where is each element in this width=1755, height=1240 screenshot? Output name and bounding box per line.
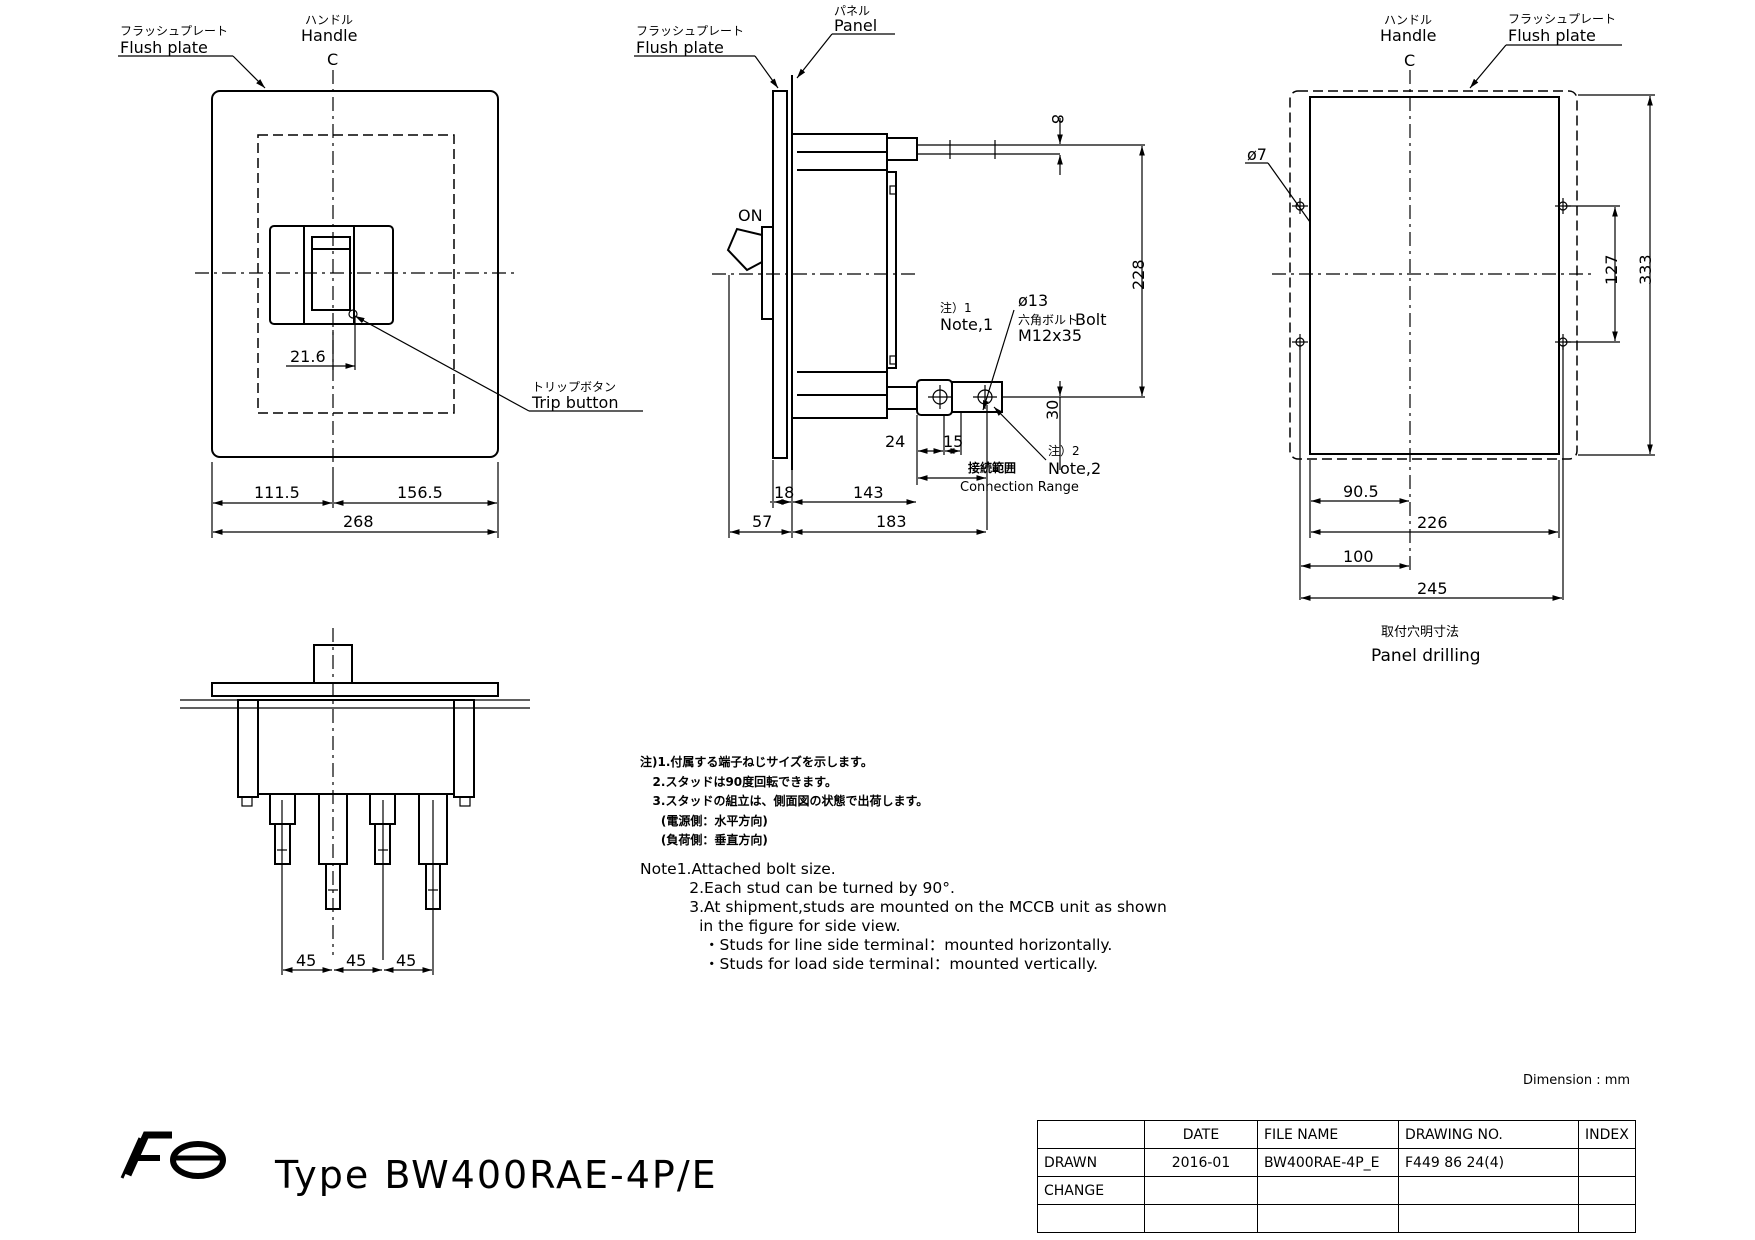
title-block-cell — [1578, 1204, 1636, 1233]
note2-jp-label: 注）2 — [1048, 443, 1080, 458]
handle-en-label: Handle — [301, 26, 357, 45]
bolt-jp-label: 六角ボルト — [1018, 313, 1078, 327]
drilling-caption-jp: 取付穴明寸法 — [1381, 625, 1459, 640]
flush-plate-hidden — [1289, 90, 1578, 460]
body-bottom — [257, 699, 455, 795]
conn-range-en-label: Connection Range — [960, 480, 1079, 495]
dim-45-a: 45 — [296, 951, 316, 970]
side-flush-plate-en-label: Flush plate — [636, 38, 724, 57]
dim-57: 57 — [752, 512, 772, 531]
handle-slot — [303, 225, 355, 325]
fe-logo — [120, 1131, 226, 1179]
dim-127: 127 — [1602, 254, 1621, 285]
flush-plate-outline — [211, 90, 499, 458]
dimension-unit: Dimension : mm — [1523, 1073, 1631, 1088]
dim-15: 15 — [943, 432, 963, 451]
type-label: Type BW400RAE-4P/E — [274, 1153, 718, 1197]
title-block-cell: 2016-01 — [1144, 1148, 1258, 1177]
dim-21-6: 21.6 — [290, 347, 326, 366]
title-block-header-row: DATE FILE NAME DRAWING NO. INDEX — [1037, 1120, 1636, 1149]
title-block-header-cell: INDEX — [1578, 1120, 1636, 1149]
panel-cutout — [1309, 96, 1560, 455]
title-block-header-cell: DRAWING NO. — [1398, 1120, 1579, 1149]
side-view: フラッシュプレート Flush plate パネル Panel — [634, 4, 1148, 538]
dim-111-5: 111.5 — [254, 483, 300, 502]
on-label: ON — [738, 206, 763, 225]
drill-handle-jp-label: ハンドル — [1384, 13, 1432, 27]
front-view: フラッシュプレート Flush plate ハンドル Handle C トリップ… — [118, 13, 643, 538]
dim-45-b: 45 — [346, 951, 366, 970]
dim-100: 100 — [1343, 547, 1374, 566]
title-block-row — [1037, 1204, 1636, 1233]
panel-en-label: Panel — [834, 16, 877, 35]
handle-jp-label: ハンドル — [305, 13, 353, 27]
drill-flush-plate-en-label: Flush plate — [1508, 26, 1596, 45]
centerline-label: C — [327, 50, 338, 69]
title-block-cell — [1578, 1176, 1636, 1205]
dim-183: 183 — [876, 512, 907, 531]
flush-plate-jp-label: フラッシュプレート — [120, 24, 228, 38]
title-block-cell — [1144, 1176, 1258, 1205]
title-block: DATE FILE NAME DRAWING NO. INDEX DRAWN 2… — [1037, 1120, 1636, 1233]
bolt-en-label: Bolt — [1075, 310, 1106, 329]
dim-30: 30 — [1043, 400, 1062, 420]
bottom-view: 45 45 45 — [180, 628, 530, 975]
bolt-size-label: M12x35 — [1018, 326, 1082, 345]
dim-18: 18 — [774, 483, 794, 502]
title-block-cell: F449 86 24(4) — [1398, 1148, 1579, 1177]
side-flush-plate-jp-label: フラッシュプレート — [636, 24, 744, 38]
title-block-cell — [1257, 1204, 1399, 1233]
bolt-dia-label: ø13 — [1018, 291, 1048, 310]
title-block-cell — [1144, 1204, 1258, 1233]
note2-en-label: Note,2 — [1048, 459, 1101, 478]
trip-button-jp-label: トリップボタン — [532, 380, 616, 394]
dim-245: 245 — [1417, 579, 1448, 598]
title-block-cell: DRAWN — [1037, 1148, 1145, 1177]
side-cover — [886, 171, 897, 369]
title-block-cell — [1398, 1204, 1579, 1233]
note1-jp-label: 注）1 — [940, 300, 972, 315]
dim-45-c: 45 — [396, 951, 416, 970]
title-block-header-cell: FILE NAME — [1257, 1120, 1399, 1149]
drilling-view: ハンドル Handle C フラッシュプレート Flush plate ø7 1… — [1245, 12, 1655, 666]
breaker-body-hidden — [257, 134, 455, 414]
flush-plate-bottom — [211, 682, 499, 697]
title-block-cell — [1578, 1148, 1636, 1177]
title-block-cell — [1257, 1176, 1399, 1205]
dim-90-5: 90.5 — [1343, 482, 1379, 501]
studs-bottom — [269, 793, 448, 960]
dim-268: 268 — [343, 512, 374, 531]
title-block-cell: BW400RAE-4P_E — [1257, 1148, 1399, 1177]
dim-228: 228 — [1129, 259, 1148, 290]
panel-jp-label: パネル — [834, 4, 870, 18]
dim-333: 333 — [1636, 254, 1655, 285]
hole-dia-label: ø7 — [1247, 145, 1267, 164]
note1-en-label: Note,1 — [940, 315, 993, 334]
title-block-cell — [1037, 1204, 1145, 1233]
dim-143: 143 — [853, 483, 884, 502]
conn-range-jp-label: 接続範囲 — [968, 460, 1016, 475]
breaker-body-side — [791, 133, 888, 419]
drilling-caption-en: Panel drilling — [1371, 646, 1481, 666]
drill-centerline-label: C — [1404, 51, 1415, 70]
flush-plate-en-label: Flush plate — [120, 38, 208, 57]
drill-flush-plate-jp-label: フラッシュプレート — [1508, 12, 1616, 26]
dim-226: 226 — [1417, 513, 1448, 532]
title-block-row: DRAWN 2016-01 BW400RAE-4P_E F449 86 24(4… — [1037, 1148, 1636, 1177]
trip-button — [348, 309, 358, 319]
dim-8: 8 — [1048, 114, 1067, 124]
title-block-cell — [1398, 1176, 1579, 1205]
title-block-header-cell — [1037, 1120, 1145, 1149]
dim-24: 24 — [885, 432, 905, 451]
drill-handle-en-label: Handle — [1380, 26, 1436, 45]
title-block-row: CHANGE — [1037, 1176, 1636, 1205]
notes-english: Note1.Attached bolt size. 2.Each stud ca… — [640, 860, 1167, 973]
dim-156-5: 156.5 — [397, 483, 443, 502]
title-block-cell: CHANGE — [1037, 1176, 1145, 1205]
title-block-header-cell: DATE — [1144, 1120, 1258, 1149]
notes-japanese: 注)1.付属する端子ねじサイズを示します。 2.スタッドは90度回転できます。 … — [640, 755, 929, 847]
trip-button-en-label: Trip button — [531, 393, 618, 412]
